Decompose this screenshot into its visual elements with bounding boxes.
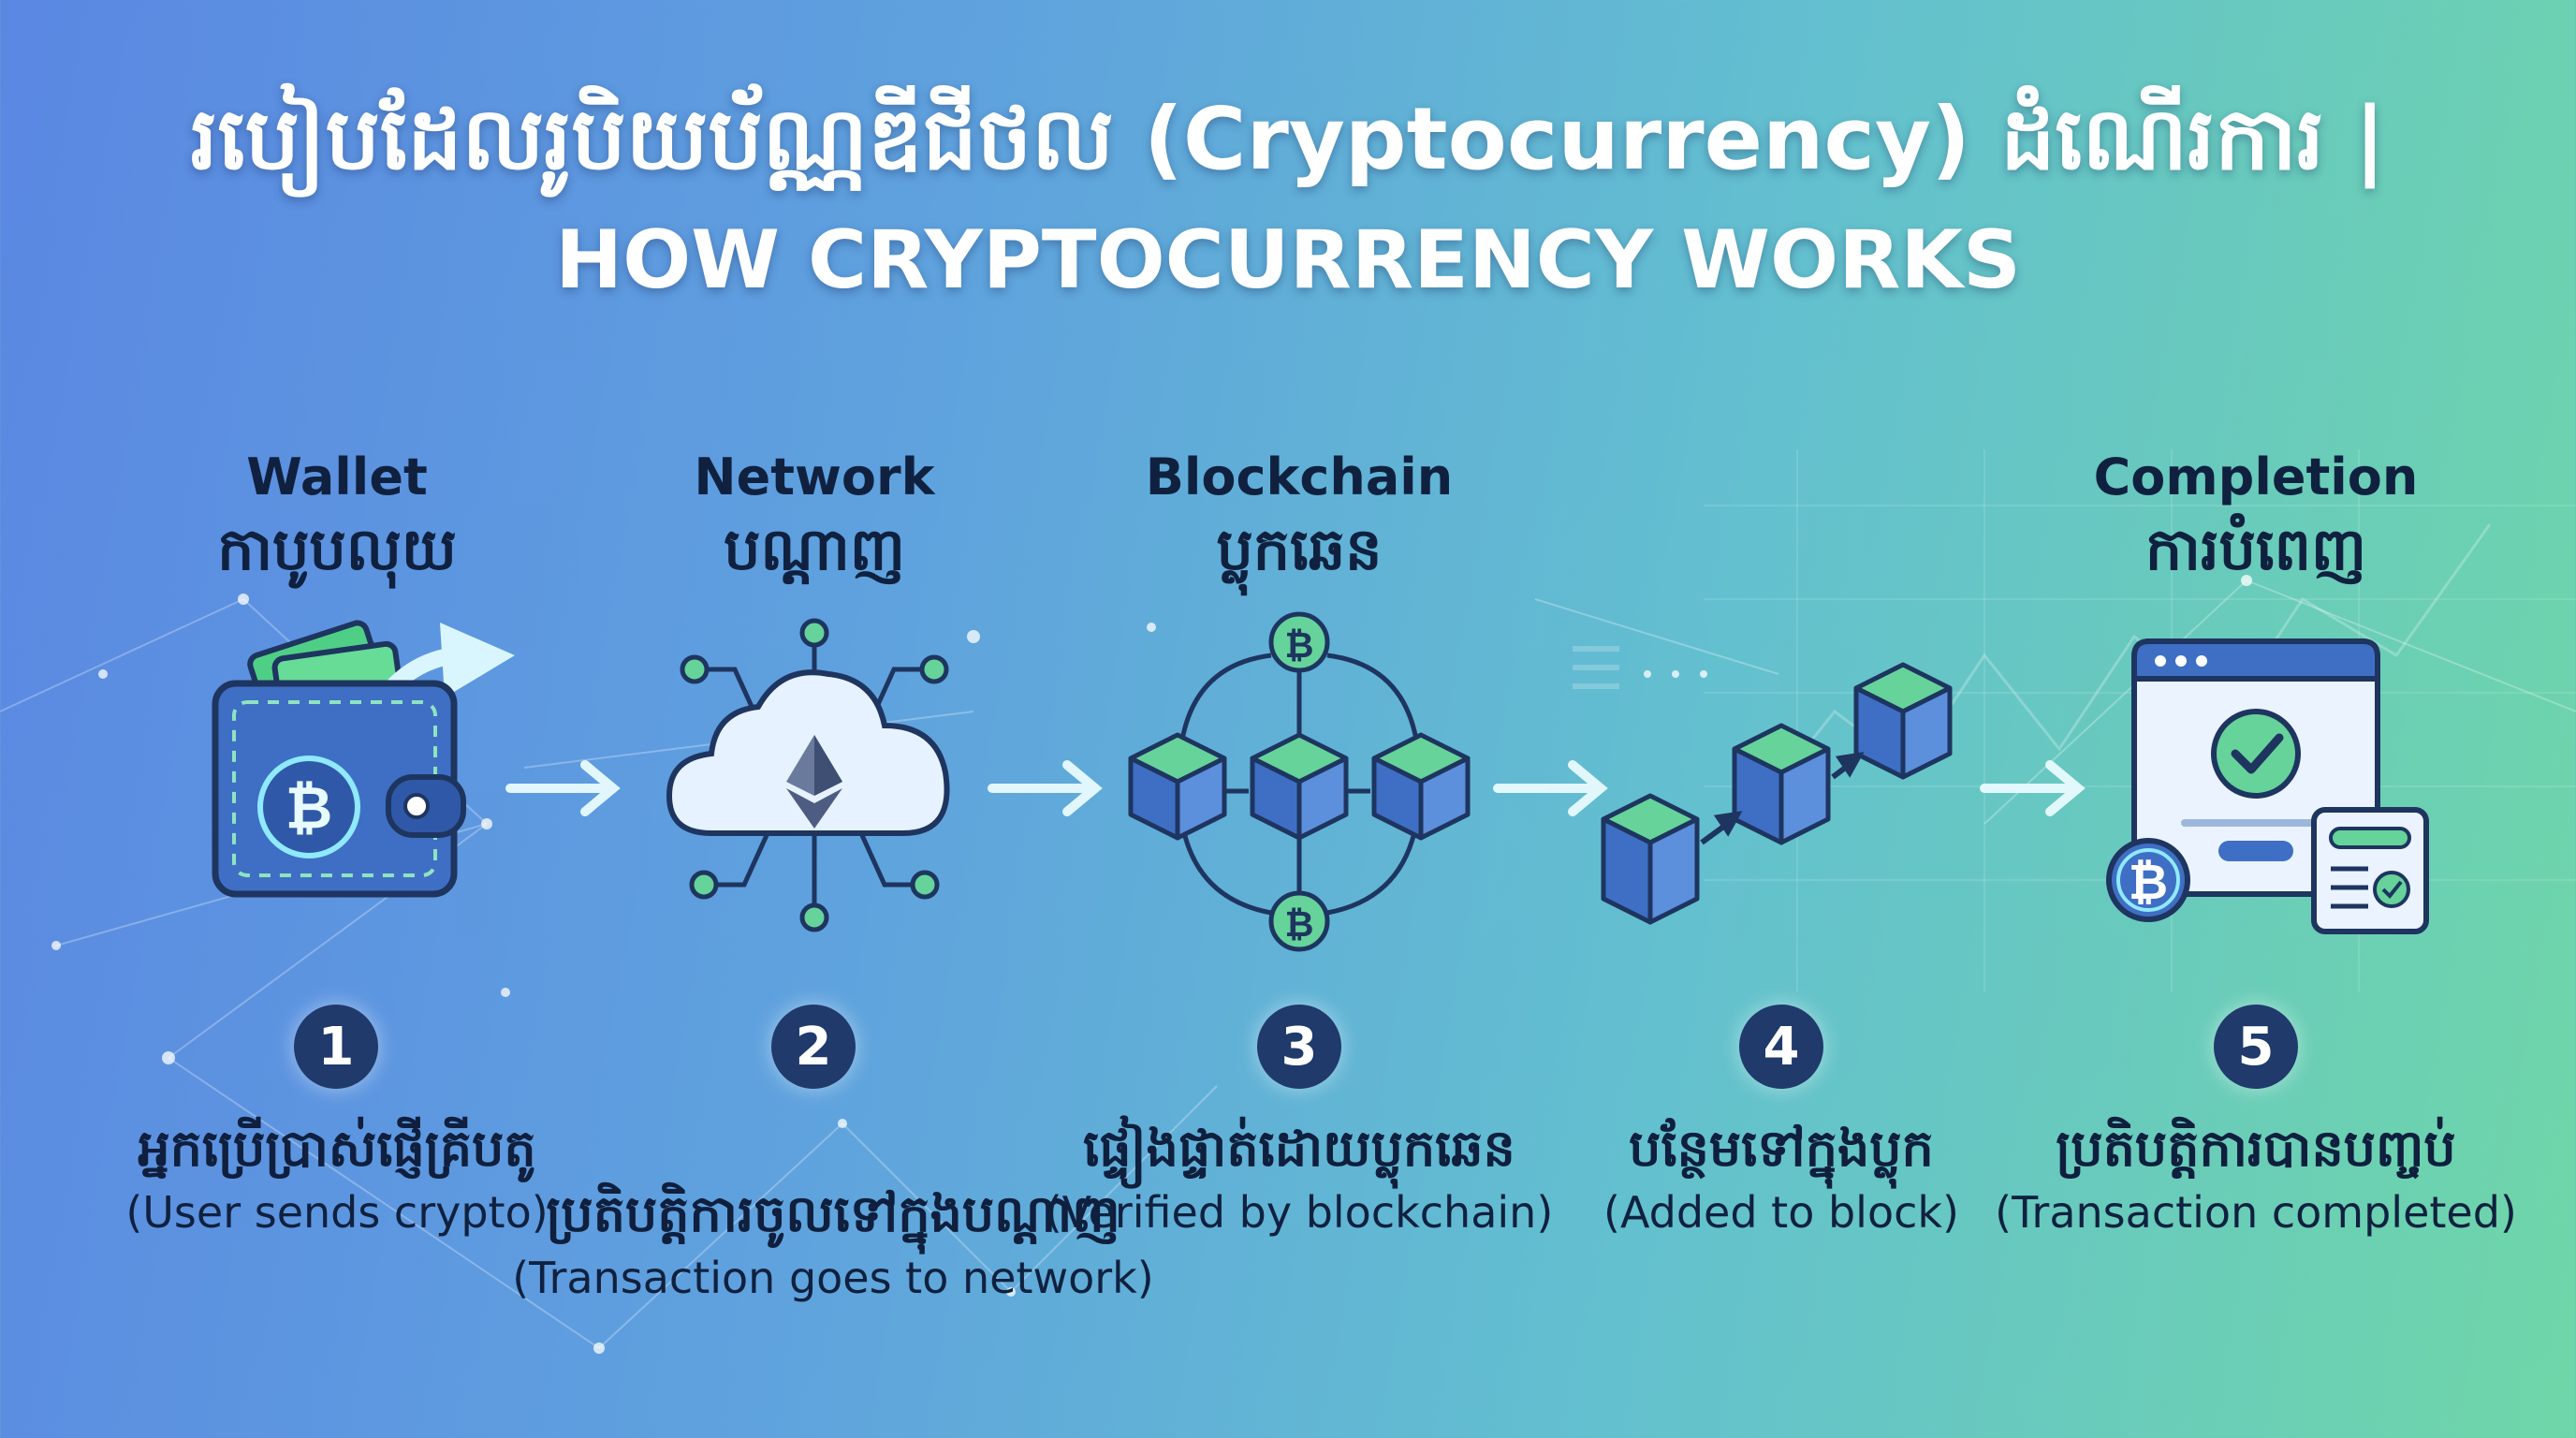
step-5-description-km: ប្រតិបត្តិការបានបញ្ចប់	[2056, 1119, 2456, 1178]
step-3-title-km: ប្លុកឆេន	[1216, 515, 1383, 583]
step-1-number-badge: 1	[294, 1005, 378, 1089]
svg-text:₿: ₿	[285, 773, 333, 842]
svg-text:₿: ₿	[1285, 624, 1314, 666]
step-3-number-badge: 3	[1257, 1005, 1341, 1089]
step-1-title-km: កាបូបលុយ	[217, 515, 457, 583]
blockchain-icon: ₿ ₿	[1128, 611, 1471, 952]
added-blocks-icon	[1601, 662, 1953, 925]
step-2-number-badge: 2	[771, 1005, 856, 1089]
step-2-description-en: (Transaction goes to network)	[512, 1253, 1154, 1303]
step-2-title-km: បណ្តាញ	[724, 515, 905, 583]
step-5-title-km: ការបំពេញ	[2144, 515, 2367, 583]
transaction-complete-icon: ₿	[2106, 638, 2429, 934]
step-3-description-en: (Verified by blockchain)	[1045, 1187, 1554, 1238]
step-4-description-en: (Added to block)	[1603, 1187, 1959, 1238]
flow-arrows	[505, 760, 2086, 816]
wallet-icon: ₿	[212, 620, 515, 898]
page-title-english: HOW CRYPTOCURRENCY WORKS	[555, 213, 2021, 307]
step-5-title-en: Completion	[2093, 448, 2419, 506]
step-3-description-km: ផ្ទៀងផ្ទាត់ដោយប្លុកឆេន	[1083, 1119, 1515, 1178]
step-5-number-badge: 5	[2214, 1005, 2298, 1089]
step-2-title-en: Network	[694, 448, 935, 506]
step-1-description-en: (User sends crypto)	[125, 1187, 549, 1238]
cloud-network-icon	[666, 618, 950, 932]
step-1-title-en: Wallet	[246, 448, 428, 506]
svg-text:₿: ₿	[1285, 903, 1314, 945]
svg-text:₿: ₿	[2129, 855, 2168, 911]
step-4-number-badge: 4	[1739, 1005, 1823, 1089]
step-5-description-en: (Transaction completed)	[1995, 1187, 2517, 1238]
step-3-title-en: Blockchain	[1145, 448, 1454, 506]
page-title-khmer: របៀបដែលរូបិយប័ណ្ណឌីជីថល (Cryptocurrency)…	[190, 89, 2386, 189]
step-1-description-km: អ្នកប្រើប្រាស់ផ្ញើគ្រីបតូ	[138, 1119, 536, 1178]
step-4-description-km: បន្ថែមទៅក្នុងប្លុក	[1629, 1119, 1934, 1178]
step-2-description-km: ប្រតិបត្តិការចូលទៅក្នុងបណ្តាញ	[546, 1184, 1120, 1243]
